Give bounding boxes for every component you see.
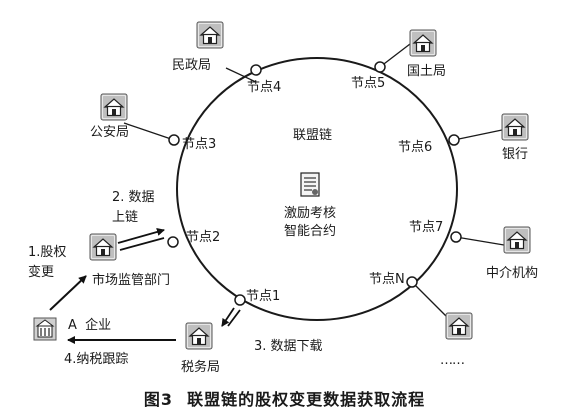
step1-arrow (49, 275, 87, 311)
node-5-dot (374, 61, 386, 73)
node-6-dot (448, 134, 460, 146)
police-label: 公安局 (90, 125, 130, 140)
smart-contract-label-line2: 智能合约 (284, 224, 337, 239)
node-3-dot (168, 134, 180, 146)
figure-title: 联盟链的股权变更数据获取流程 (187, 390, 426, 409)
smart-contract-label-line1: 激励考核 (284, 206, 337, 221)
enterprise-icon (33, 317, 57, 341)
step3-label: 3. 数据下载 (254, 339, 323, 354)
node-2-label: 节点2 (186, 230, 221, 245)
spokes (123, 43, 505, 319)
intermediary-label: 中介机构 (486, 266, 539, 281)
tax-bureau-label: 税务局 (181, 360, 221, 375)
market-supervision-label: 市场监管部门 (92, 273, 171, 288)
alliance-chain-label: 联盟链 (293, 128, 333, 143)
node-n-dot (406, 276, 418, 288)
node-7-dot (450, 231, 462, 243)
figure-caption: 图3 联盟链的股权变更数据获取流程 (0, 386, 569, 410)
civil-affairs-label: 民政局 (172, 58, 212, 73)
node-n-label: 节点N (369, 272, 405, 287)
step1-label-line2: 变更 (28, 265, 55, 280)
ellipsis-label: …… (440, 353, 465, 368)
node-3-label: 节点3 (182, 137, 217, 152)
police-building-icon (100, 93, 128, 121)
step3-arrow (221, 307, 241, 327)
enterprise-label: A 企业 (68, 318, 112, 333)
civil-affairs-building-icon (196, 21, 224, 49)
bank-building-icon (501, 113, 529, 141)
node-4-label: 节点4 (247, 80, 282, 95)
other-institution-building-icon (445, 312, 473, 340)
node-4-dot (250, 64, 262, 76)
node-7-label: 节点7 (409, 220, 444, 235)
step2-label-line2: 上链 (112, 210, 139, 225)
smart-contract-icon (300, 172, 320, 197)
chain-ring (176, 57, 458, 321)
tax-bureau-building-icon (185, 322, 213, 350)
land-bureau-building-icon (409, 29, 437, 57)
node-1-label: 节点1 (246, 289, 281, 304)
intermediary-building-icon (503, 226, 531, 254)
land-bureau-label: 国土局 (407, 64, 447, 79)
node-5-label: 节点5 (351, 76, 386, 91)
market-supervision-building-icon (89, 233, 117, 261)
step2-label-line1: 2. 数据 (112, 190, 155, 205)
step1-label-line1: 1.股权 (28, 245, 67, 260)
figure-number: 图3 (143, 390, 174, 409)
ring-nodes (167, 61, 462, 306)
node-2-dot (167, 236, 179, 248)
bank-label: 银行 (502, 147, 529, 162)
node-1-dot (234, 294, 246, 306)
node-6-label: 节点6 (398, 140, 433, 155)
step2-arrow (117, 228, 165, 251)
step4-label: 4.纳税跟踪 (64, 352, 129, 367)
